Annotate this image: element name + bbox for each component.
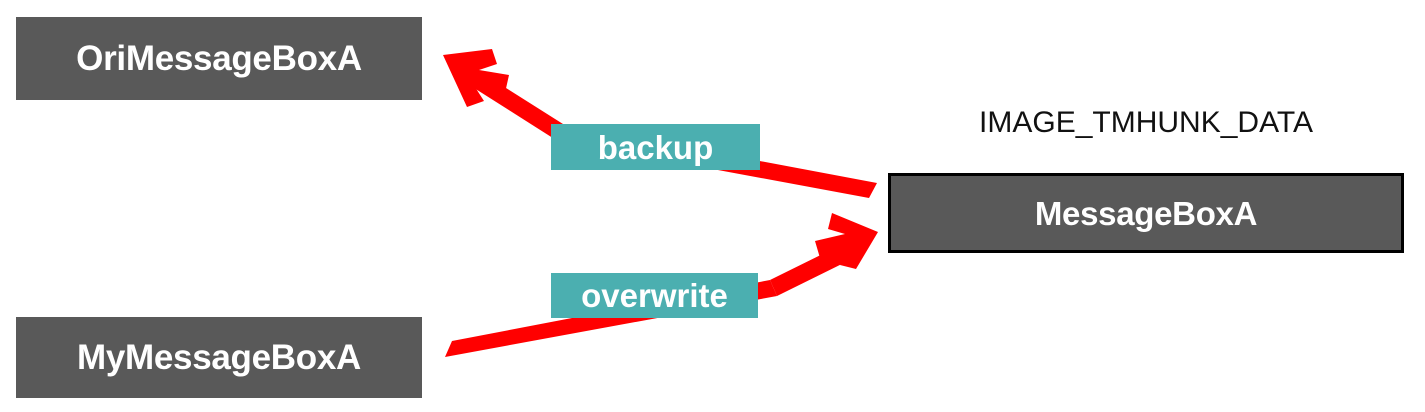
node-label-my: MyMessageBoxA [77,338,361,377]
node-ori-message-box-a[interactable]: OriMessageBoxA [16,17,422,100]
node-label-target: MessageBoxA [1034,194,1258,232]
caption-image-tmhunk-data: IMAGE_TMHUNK_DATA [979,106,1313,139]
edge-label-overwrite[interactable]: overwrite [551,273,758,318]
edge-label-overwrite-text: overwrite [581,277,728,314]
node-message-box-a[interactable]: MessageBoxA [888,173,1404,253]
edge-label-backup-text: backup [597,128,714,166]
node-label-ori: OriMessageBoxA [76,39,362,78]
node-my-message-box-a[interactable]: MyMessageBoxA [16,317,422,398]
edge-label-backup[interactable]: backup [551,124,760,170]
